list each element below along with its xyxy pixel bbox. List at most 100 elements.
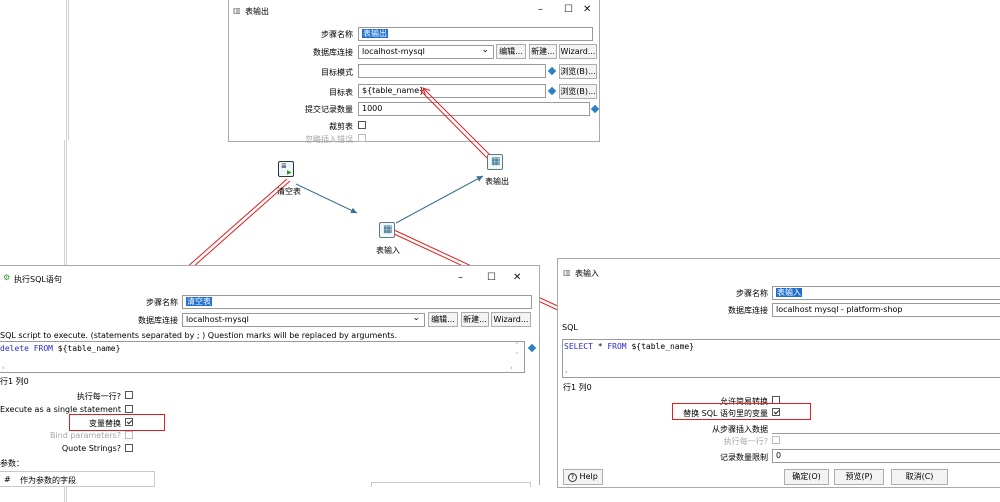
bind-params-label: Bind parameters? [49, 431, 121, 440]
limit-input[interactable]: 0 [772, 449, 1000, 463]
sql-fragment: * [592, 342, 608, 351]
step-name-value: 清空表 [186, 297, 212, 306]
quote-strings-checkbox[interactable] [125, 444, 133, 452]
quote-strings-label: Quote Strings? [61, 444, 121, 453]
scroll-right-icon[interactable]: › [510, 364, 513, 372]
sql-keyword: SELECT [564, 342, 593, 351]
window-icon: ▥ [563, 268, 571, 277]
db-connection-select[interactable]: localhost mysql - platform-shop [772, 303, 1000, 317]
table-output-dialog: ▥ 表输出 – ☐ ✕ 步骤名称 表输出 数据库连接 localhost-mys… [228, 0, 600, 144]
minimize-button[interactable]: – [458, 272, 463, 283]
var-replace-checkbox[interactable] [125, 418, 133, 426]
new-button[interactable]: 新建... [461, 312, 489, 327]
commit-size-input[interactable]: 1000 [358, 102, 590, 116]
wizard-button[interactable]: Wizard... [491, 312, 531, 327]
help-icon: ? [568, 473, 577, 482]
target-table-value: ${table_name} [362, 86, 425, 95]
db-connection-label: 数据库连接 [313, 48, 353, 57]
ignore-errors-checkbox[interactable] [358, 134, 366, 142]
step-name-label: 步骤名称 [736, 289, 768, 298]
canvas-edge-line [64, 484, 65, 502]
maximize-button[interactable]: ☐ [564, 4, 573, 15]
scroll-up-icon[interactable]: ˄ [515, 342, 519, 350]
row-col-status: 行1 列0 [563, 383, 592, 392]
table-input-dialog: ▥ 表输入 步骤名称 表输入 数据库连接 localhost mysql - p… [557, 258, 1000, 488]
exec-each-row-checkbox[interactable] [772, 436, 780, 444]
target-table-input[interactable]: ${table_name} [358, 84, 546, 98]
commit-size-label: 提交记录数量 [305, 105, 353, 114]
cancel-button[interactable]: 取消(C) [891, 469, 948, 485]
hop-clear-to-input[interactable] [295, 183, 358, 214]
annotation-arrow [419, 89, 491, 162]
preview-button[interactable]: 预览(P) [834, 469, 884, 485]
node-label-table-input: 表输入 [376, 246, 400, 255]
truncate-checkbox[interactable] [358, 121, 366, 129]
title-bar: ▥ 表输出 – ☐ ✕ [229, 0, 599, 22]
exec-each-row-label: 执行每一行? [723, 437, 768, 446]
target-table-label: 目标表 [329, 88, 353, 97]
step-name-input[interactable]: 表输出 [358, 27, 593, 41]
sql-argument: ${table_name} [52, 344, 121, 353]
canvas-edge-line [68, 0, 69, 140]
insert-from-step-label: 从步骤插入数据 [712, 425, 768, 434]
sql-editor[interactable]: SELECT * FROM ${table_name} ‹ [562, 339, 1000, 378]
sql-hint: SQL script to execute. (statements separ… [0, 331, 398, 340]
maximize-button[interactable]: ☐ [487, 272, 496, 283]
scroll-down-icon[interactable]: ˅ [515, 352, 519, 360]
sql-text: delete FROM ${table_name} [0, 344, 120, 353]
db-connection-select[interactable]: localhost-mysql [358, 45, 494, 59]
sql-label: SQL [562, 323, 578, 332]
db-connection-value: localhost-mysql [362, 47, 425, 56]
title-bar: ▥ 表输入 [558, 259, 1000, 281]
target-schema-input[interactable] [358, 64, 546, 78]
node-table-output[interactable]: ▦ [487, 154, 503, 170]
table-header-num: # [4, 475, 11, 484]
exec-each-row-checkbox[interactable] [125, 391, 133, 399]
sql-text: SELECT * FROM ${table_name} [564, 342, 694, 351]
scroll-left-icon[interactable]: ‹ [565, 368, 568, 376]
step-name-label: 步骤名称 [321, 30, 353, 39]
node-label-clear-table: 清空表 [277, 187, 301, 196]
browse-table-button[interactable]: 浏览(B)... [559, 84, 597, 99]
annotation-arrow [423, 88, 494, 159]
close-button[interactable]: ✕ [583, 4, 592, 15]
ok-button[interactable]: 确定(O) [784, 469, 829, 485]
run-icon: ▶ [287, 169, 292, 176]
node-table-input[interactable]: ▦ [379, 222, 395, 238]
scroll-left-icon[interactable]: ‹ [2, 364, 5, 372]
sql-editor[interactable]: delete FROM ${table_name} ‹ › ˄ ˅ [0, 341, 525, 373]
db-connection-value: localhost-mysql [186, 315, 249, 324]
edit-button[interactable]: 编辑... [496, 44, 526, 59]
lazy-conversion-label: 允许简易转换 [720, 397, 768, 406]
step-name-input[interactable]: 表输入 [772, 286, 1000, 300]
window-icon: ⚙ [3, 273, 11, 282]
node-clear-table[interactable]: ≣ ▶ [278, 161, 294, 177]
table-input-icon: ▦ [383, 224, 393, 235]
params-label: 参数： [0, 459, 24, 468]
help-button[interactable]: ? Help [563, 469, 603, 485]
new-button[interactable]: 新建... [529, 44, 557, 59]
replace-vars-checkbox[interactable] [772, 408, 780, 416]
var-replace-label: 变量替换 [89, 419, 121, 428]
canvas-edge-line [64, 140, 65, 265]
db-connection-label: 数据库连接 [728, 306, 768, 315]
db-connection-select[interactable]: localhost-mysql [182, 313, 425, 327]
browse-schema-button[interactable]: 浏览(B)... [559, 64, 597, 79]
row-col-status: 行1 列0 [0, 377, 29, 386]
minimize-button[interactable]: – [538, 4, 543, 15]
single-statement-checkbox[interactable] [125, 405, 133, 413]
sql-script-icon: ≣ [281, 162, 287, 170]
commit-size-value: 1000 [362, 104, 383, 113]
help-label: Help [579, 472, 598, 481]
sql-argument: ${table_name} [626, 342, 695, 351]
bind-params-checkbox[interactable] [125, 431, 133, 439]
edit-button[interactable]: 编辑... [428, 312, 458, 327]
single-statement-label: Execute as a single statement [0, 405, 122, 414]
close-button[interactable]: ✕ [513, 272, 522, 283]
step-name-input[interactable]: 清空表 [182, 295, 532, 309]
params-table[interactable]: # 作为参数的字段 [0, 471, 155, 487]
insert-from-step-select[interactable] [772, 433, 1000, 434]
table-output-icon: ▦ [491, 156, 501, 167]
wizard-button[interactable]: Wizard... [559, 44, 597, 59]
hop-input-to-output[interactable] [395, 175, 484, 224]
